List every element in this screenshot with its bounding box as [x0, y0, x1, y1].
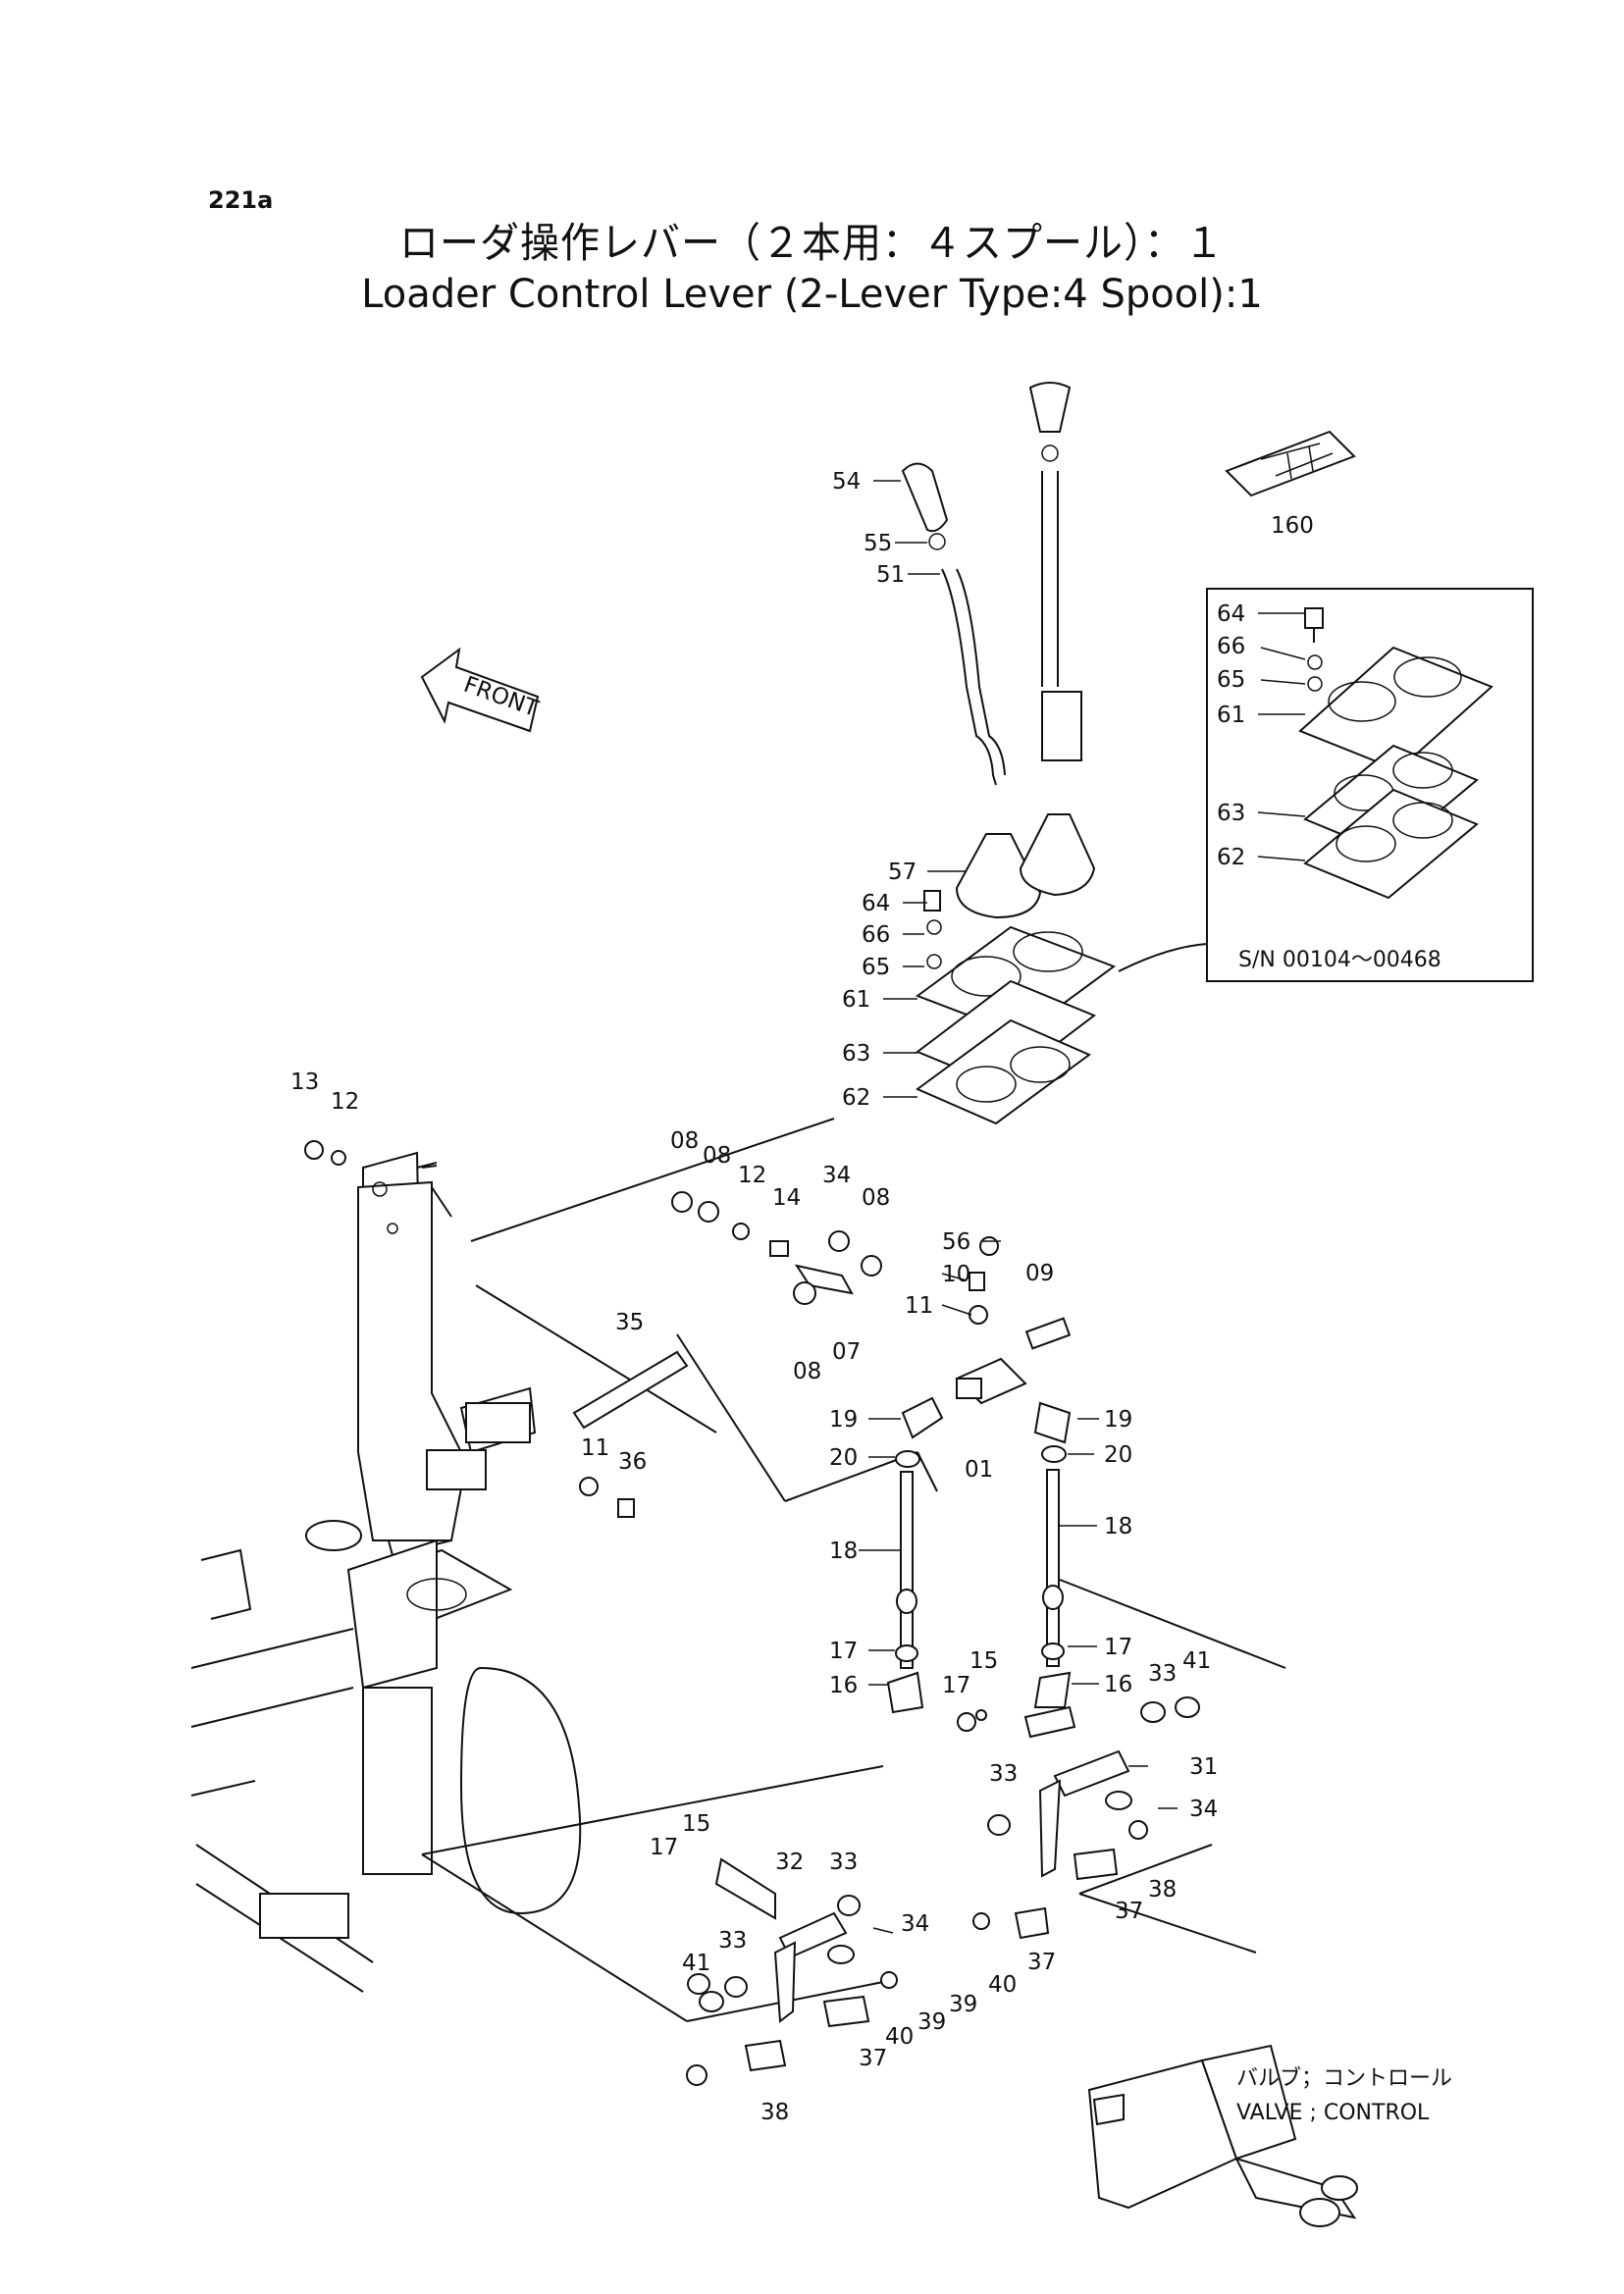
- callout-11: 11: [905, 1293, 933, 1319]
- callout-09: 09: [1025, 1261, 1054, 1286]
- inset-callout-61: 61: [1217, 703, 1245, 728]
- callout-55: 55: [864, 531, 892, 556]
- callout-16-left: 16: [829, 1673, 858, 1698]
- callout-51: 51: [876, 562, 905, 588]
- callout-66: 66: [862, 922, 890, 948]
- callout-41-top: 41: [1182, 1648, 1211, 1674]
- callout-15-low: 15: [682, 1811, 710, 1837]
- callout-37-far-right: 37: [1115, 1899, 1143, 1924]
- inset-callout-62: 62: [1217, 845, 1245, 870]
- callout-13: 13: [290, 1069, 319, 1095]
- callout-20-left: 20: [829, 1445, 858, 1471]
- callout-37-low: 37: [859, 2046, 887, 2071]
- callout-39-low: 39: [917, 2009, 946, 2035]
- inset-callout-64: 64: [1217, 601, 1245, 627]
- callout-36: 36: [618, 1449, 647, 1475]
- callout-160: 160: [1271, 513, 1314, 539]
- callout-08-a: 08: [670, 1128, 699, 1154]
- inset-callout-63: 63: [1217, 801, 1245, 826]
- callout-15-mid: 15: [969, 1648, 998, 1674]
- decal-160: [1225, 430, 1356, 497]
- title-japanese: ローダ操作レバー（２本用：４スプール）：１: [399, 220, 1225, 268]
- callout-63: 63: [842, 1041, 870, 1067]
- callout-31: 31: [1189, 1754, 1218, 1780]
- front-arrow: FRONT: [420, 647, 543, 733]
- callout-38-right: 38: [1148, 1877, 1177, 1903]
- callout-61: 61: [842, 987, 870, 1013]
- callout-56: 56: [942, 1229, 970, 1255]
- inset-callout-66: 66: [1217, 634, 1245, 659]
- inset-callout-65: 65: [1217, 667, 1245, 693]
- callout-33-low: 33: [829, 1850, 858, 1875]
- small-hardware: [304, 1140, 1200, 2086]
- callout-64: 64: [862, 891, 890, 916]
- callout-34-right: 34: [1189, 1797, 1218, 1822]
- callout-37-bottom: 38: [760, 2100, 789, 2125]
- callout-32: 32: [775, 1850, 804, 1875]
- callout-08-b: 08: [703, 1143, 731, 1169]
- callout-17-left: 17: [829, 1639, 858, 1664]
- part-callouts: 54 55 51 57 64 66 65 61 63 62 160 64 66 …: [290, 469, 1314, 2125]
- callout-12: 12: [331, 1089, 359, 1115]
- callout-14: 14: [772, 1185, 801, 1211]
- control-valve: [1087, 2044, 1358, 2227]
- callout-16-right: 16: [1104, 1672, 1132, 1697]
- callout-39-right: 39: [949, 1992, 977, 2017]
- callout-34: 34: [822, 1163, 851, 1188]
- callout-20-right: 20: [1104, 1442, 1132, 1468]
- callout-17-low: 17: [650, 1835, 678, 1860]
- callout-08-d: 08: [793, 1359, 821, 1384]
- callout-10: 10: [942, 1262, 970, 1287]
- page-code: 221a: [208, 186, 274, 214]
- callout-37-right: 37: [1027, 1950, 1056, 1975]
- callout-65: 65: [862, 955, 890, 980]
- shaft-35: [572, 1350, 689, 1430]
- callout-18-left: 18: [829, 1538, 858, 1564]
- callout-07: 07: [832, 1339, 861, 1365]
- callout-12-b: 12: [738, 1163, 766, 1188]
- callout-19-right: 19: [1104, 1407, 1132, 1433]
- serial-note: S/N 00104～00468: [1238, 948, 1441, 972]
- callout-33-top: 33: [1148, 1661, 1177, 1687]
- callout-18-right: 18: [1104, 1514, 1132, 1539]
- callout-57: 57: [888, 860, 917, 885]
- support-arm: [357, 1162, 531, 1541]
- callout-17-mid: 17: [942, 1673, 970, 1698]
- callout-33-mid: 33: [989, 1761, 1018, 1787]
- inset-box-serial-range: [1118, 588, 1534, 982]
- callout-40-right: 40: [988, 1972, 1017, 1998]
- main-plates: [915, 890, 1117, 1125]
- callout-11-b: 11: [581, 1435, 609, 1461]
- callout-33-bottom: 33: [718, 1928, 747, 1954]
- control-levers: [901, 382, 1096, 919]
- callout-54: 54: [832, 469, 861, 495]
- title-english: Loader Control Lever (2-Lever Type:4 Spo…: [361, 272, 1263, 317]
- callout-08-c: 08: [862, 1185, 890, 1211]
- callout-01: 01: [965, 1457, 993, 1483]
- leader-lines: [859, 480, 1306, 1934]
- valve-label-english: VALVE ; CONTROL: [1236, 2101, 1430, 2125]
- callout-40-low: 40: [885, 2024, 914, 2050]
- callout-19-left: 19: [829, 1407, 858, 1433]
- callout-17-right: 17: [1104, 1635, 1132, 1660]
- callout-62: 62: [842, 1085, 870, 1111]
- valve-label-japanese: バルブ；コントロール: [1236, 2066, 1452, 2091]
- callout-41-low: 41: [682, 1951, 710, 1976]
- callout-34-low: 34: [901, 1911, 929, 1937]
- callout-35: 35: [615, 1310, 644, 1335]
